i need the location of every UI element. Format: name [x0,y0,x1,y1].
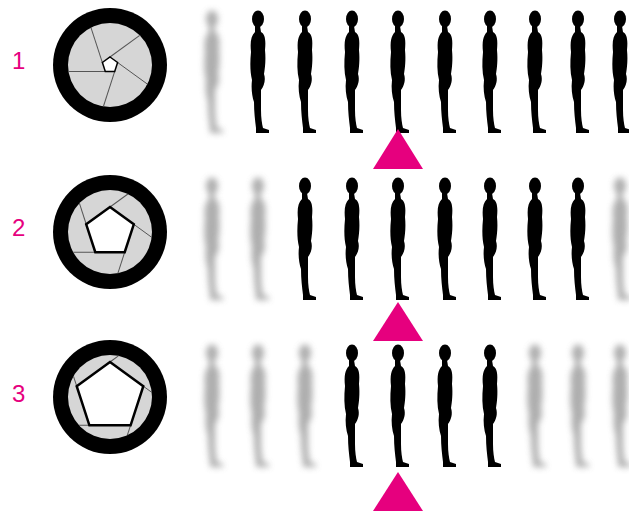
sharp-figure [250,11,269,134]
blade-line [110,29,140,64]
sharp-figure [297,178,316,301]
sharp-figure [482,345,501,468]
row-number: 3 [12,380,25,408]
aperture-blades [68,23,152,107]
focus-marker [373,302,423,341]
sharp-figure [437,178,456,301]
blurred-figure [570,345,589,468]
aperture-opening [86,207,134,252]
blurred-figure [612,345,629,468]
lens-ring [53,175,167,289]
blade-line [125,425,133,435]
blurred-figure [250,345,269,468]
aperture-opening [77,362,144,425]
sharp-figure [437,345,456,468]
sharp-figure [527,178,546,301]
aperture-opening [102,57,117,72]
figure-row [204,11,629,134]
sharp-figure [390,345,409,468]
aperture-blades [68,190,152,274]
sharp-figure [390,178,409,301]
row-number: 2 [12,214,25,242]
blade-line [94,71,124,106]
focus-marker [373,129,423,169]
aperture-symbol [53,175,167,289]
sharp-figure [482,178,501,301]
blade-line [143,386,151,392]
figure-row [204,345,629,468]
sharp-figure [344,178,363,301]
blurred-figure [204,11,223,134]
blurred-figure [250,178,269,301]
row-number: 1 [12,47,25,75]
sharp-figure [390,11,409,134]
blurred-figure [297,345,316,468]
aperture-symbol [53,8,167,122]
sharp-figure [570,11,589,134]
sharp-figure [570,178,589,301]
sharp-figure [344,11,363,134]
aperture-blades [68,355,152,439]
aperture-symbol [53,340,167,454]
lens-ring [53,340,167,454]
focus-marker [373,472,423,511]
blade-line [112,252,130,273]
blurred-figure [204,178,223,301]
blade-line [134,224,152,237]
sharp-figure [527,11,546,134]
blade-line [69,54,106,89]
blade-line [118,63,148,85]
figure-row [204,178,629,301]
sharp-figure [482,11,501,134]
sharp-figure [297,11,316,134]
blurred-figure [204,345,223,468]
sharp-figure [612,11,629,134]
sharp-figure [437,11,456,134]
lens-ring [53,8,167,122]
sharp-figure [344,345,363,468]
blurred-figure [527,345,546,468]
blurred-figure [612,178,629,301]
